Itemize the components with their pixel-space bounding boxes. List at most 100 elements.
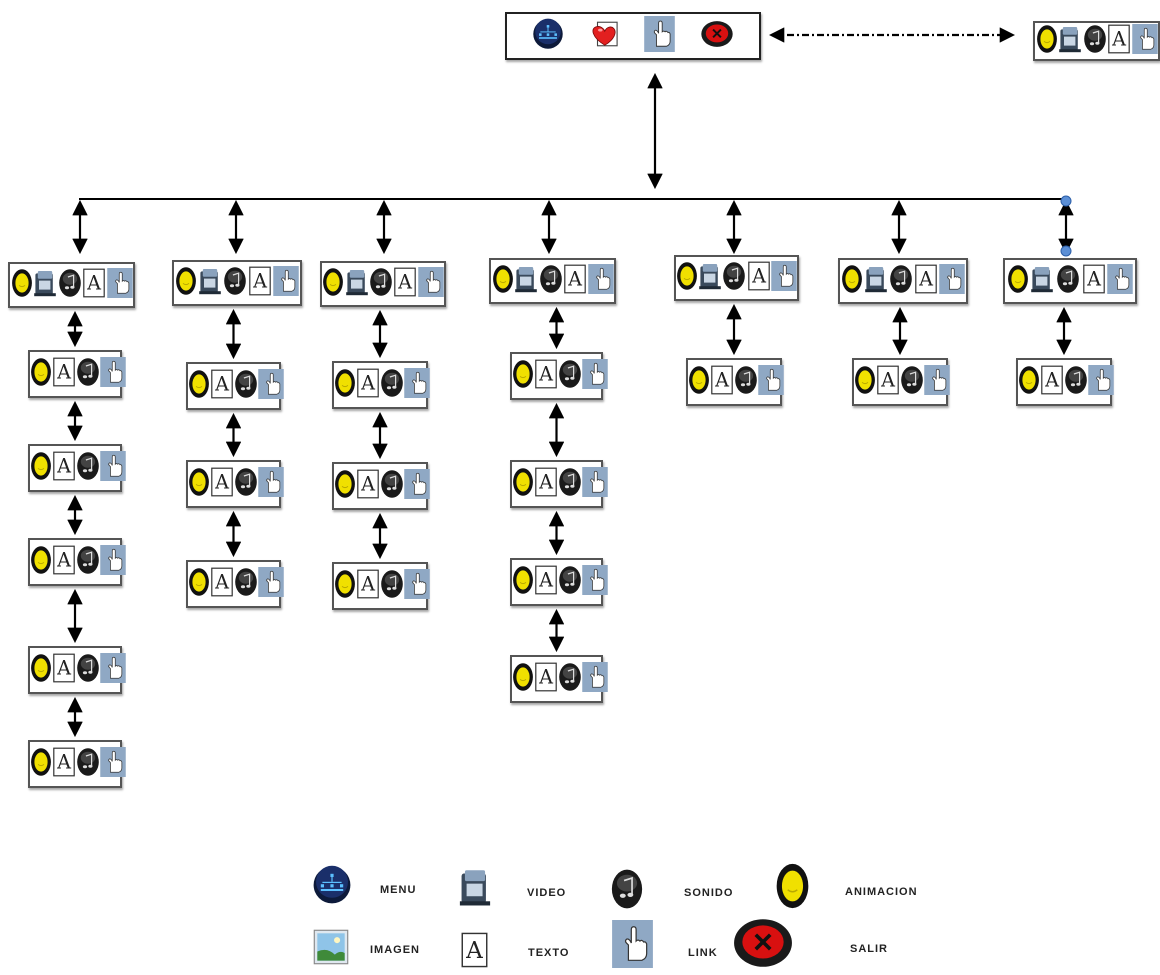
sound-icon <box>539 264 563 299</box>
text-icon: A <box>356 469 380 504</box>
connector-handle-1[interactable] <box>1060 195 1072 207</box>
branch-1-screen-5-box[interactable]: A <box>28 740 126 788</box>
branch-1-head-box[interactable]: A <box>8 262 135 308</box>
legend-sound-icon <box>610 868 644 915</box>
link-icon <box>100 450 126 486</box>
text-icon: A <box>52 451 76 486</box>
branch-2-screen-2-box[interactable]: A <box>186 460 284 508</box>
link-icon <box>258 368 284 404</box>
branch-4-screen-3-box[interactable]: A <box>510 558 608 606</box>
branch-7-screen-1-box[interactable]: A <box>1016 358 1114 406</box>
branch-6-head-box[interactable]: A <box>838 258 968 304</box>
branch-7-head-box[interactable]: A <box>1003 258 1137 304</box>
svg-text:A: A <box>56 454 72 477</box>
svg-text:A: A <box>86 271 102 294</box>
text-icon: A <box>914 264 938 299</box>
branch-1-screen-3-box[interactable]: A <box>28 538 126 586</box>
text-icon: A <box>393 267 417 302</box>
text-icon: A <box>534 565 558 600</box>
text-icon: A <box>210 567 234 602</box>
animation-icon <box>512 359 534 394</box>
text-icon: A <box>52 357 76 392</box>
link-icon <box>417 266 444 302</box>
branch-1-screen-2-box[interactable]: A <box>28 444 126 492</box>
sound-icon <box>234 567 258 602</box>
heart-image-icon <box>589 20 620 53</box>
sound-icon <box>369 267 393 302</box>
text-icon: A <box>563 264 587 299</box>
branch-6-screen-1-box[interactable]: A <box>852 358 950 406</box>
sound-icon <box>1083 24 1107 59</box>
link-icon <box>939 263 965 299</box>
animation-icon <box>512 662 534 697</box>
text-icon: A <box>710 365 734 400</box>
branch-3-screen-2-box[interactable]: A <box>332 462 430 510</box>
sound-icon <box>1056 264 1080 299</box>
link-icon <box>258 566 284 602</box>
legend-text-icon: A <box>460 932 489 973</box>
main-menu-box[interactable] <box>505 12 761 60</box>
branch-5-screen-1-box[interactable]: A <box>686 358 784 406</box>
branch-4-screen-2-box[interactable]: A <box>510 460 608 508</box>
svg-text:A: A <box>918 267 934 290</box>
text-icon: A <box>52 747 76 782</box>
branch-2-head-box[interactable]: A <box>172 260 302 306</box>
svg-text:A: A <box>538 362 554 385</box>
video-icon <box>198 266 222 301</box>
video-icon <box>864 264 888 299</box>
svg-text:A: A <box>880 368 896 391</box>
svg-text:A: A <box>567 267 583 290</box>
legend-animation-icon <box>775 862 810 915</box>
animation-icon <box>512 565 534 600</box>
legend-label-link: LINK <box>688 947 718 959</box>
text-icon: A <box>1107 24 1131 59</box>
sound-icon <box>558 467 582 502</box>
branch-3-screen-1-box[interactable]: A <box>332 361 430 409</box>
svg-text:A: A <box>360 572 376 595</box>
branch-4-head-box[interactable]: A <box>489 258 616 304</box>
sound-icon <box>76 653 100 688</box>
branch-5-head-box[interactable]: A <box>674 255 799 301</box>
svg-text:A: A <box>360 472 376 495</box>
branch-4-screen-1-box[interactable]: A <box>510 352 608 400</box>
sound-icon <box>380 569 404 604</box>
video-icon <box>514 264 538 299</box>
text-icon: A <box>1082 264 1106 299</box>
svg-text:A: A <box>214 372 230 395</box>
sound-icon <box>76 747 100 782</box>
connector-handle-2[interactable] <box>1060 245 1072 257</box>
svg-text:A: A <box>1086 267 1102 290</box>
sound-icon <box>722 261 746 296</box>
svg-text:A: A <box>56 750 72 773</box>
text-icon: A <box>534 662 558 697</box>
branch-3-head-box[interactable]: A <box>320 261 446 307</box>
sound-icon <box>234 467 258 502</box>
link-icon <box>582 661 608 697</box>
sound-icon <box>734 365 758 400</box>
text-icon: A <box>356 569 380 604</box>
branch-4-screen-4-box[interactable]: A <box>510 655 608 703</box>
animation-icon <box>334 569 356 604</box>
text-icon: A <box>534 467 558 502</box>
branch-3-screen-3-box[interactable]: A <box>332 562 430 610</box>
legend-menu-icon <box>312 865 352 910</box>
branch-1-screen-4-box[interactable]: A <box>28 646 126 694</box>
branch-2-screen-3-box[interactable]: A <box>186 560 284 608</box>
text-icon: A <box>52 653 76 688</box>
video-icon <box>345 267 369 302</box>
sound-icon <box>558 359 582 394</box>
animation-icon <box>676 261 698 296</box>
branch-2-screen-1-box[interactable]: A <box>186 362 284 410</box>
secondary-box[interactable]: A <box>1033 21 1160 61</box>
svg-text:A: A <box>538 665 554 688</box>
animation-icon <box>334 368 356 403</box>
animation-icon <box>688 365 710 400</box>
animation-icon <box>1036 24 1058 59</box>
link-icon <box>100 544 126 580</box>
video-icon <box>33 268 57 303</box>
branch-1-screen-1-box[interactable]: A <box>28 350 126 398</box>
legend-exit-icon <box>732 917 794 974</box>
svg-text:A: A <box>1044 368 1060 391</box>
svg-text:A: A <box>252 269 268 292</box>
legend-label-video: VIDEO <box>527 887 567 899</box>
